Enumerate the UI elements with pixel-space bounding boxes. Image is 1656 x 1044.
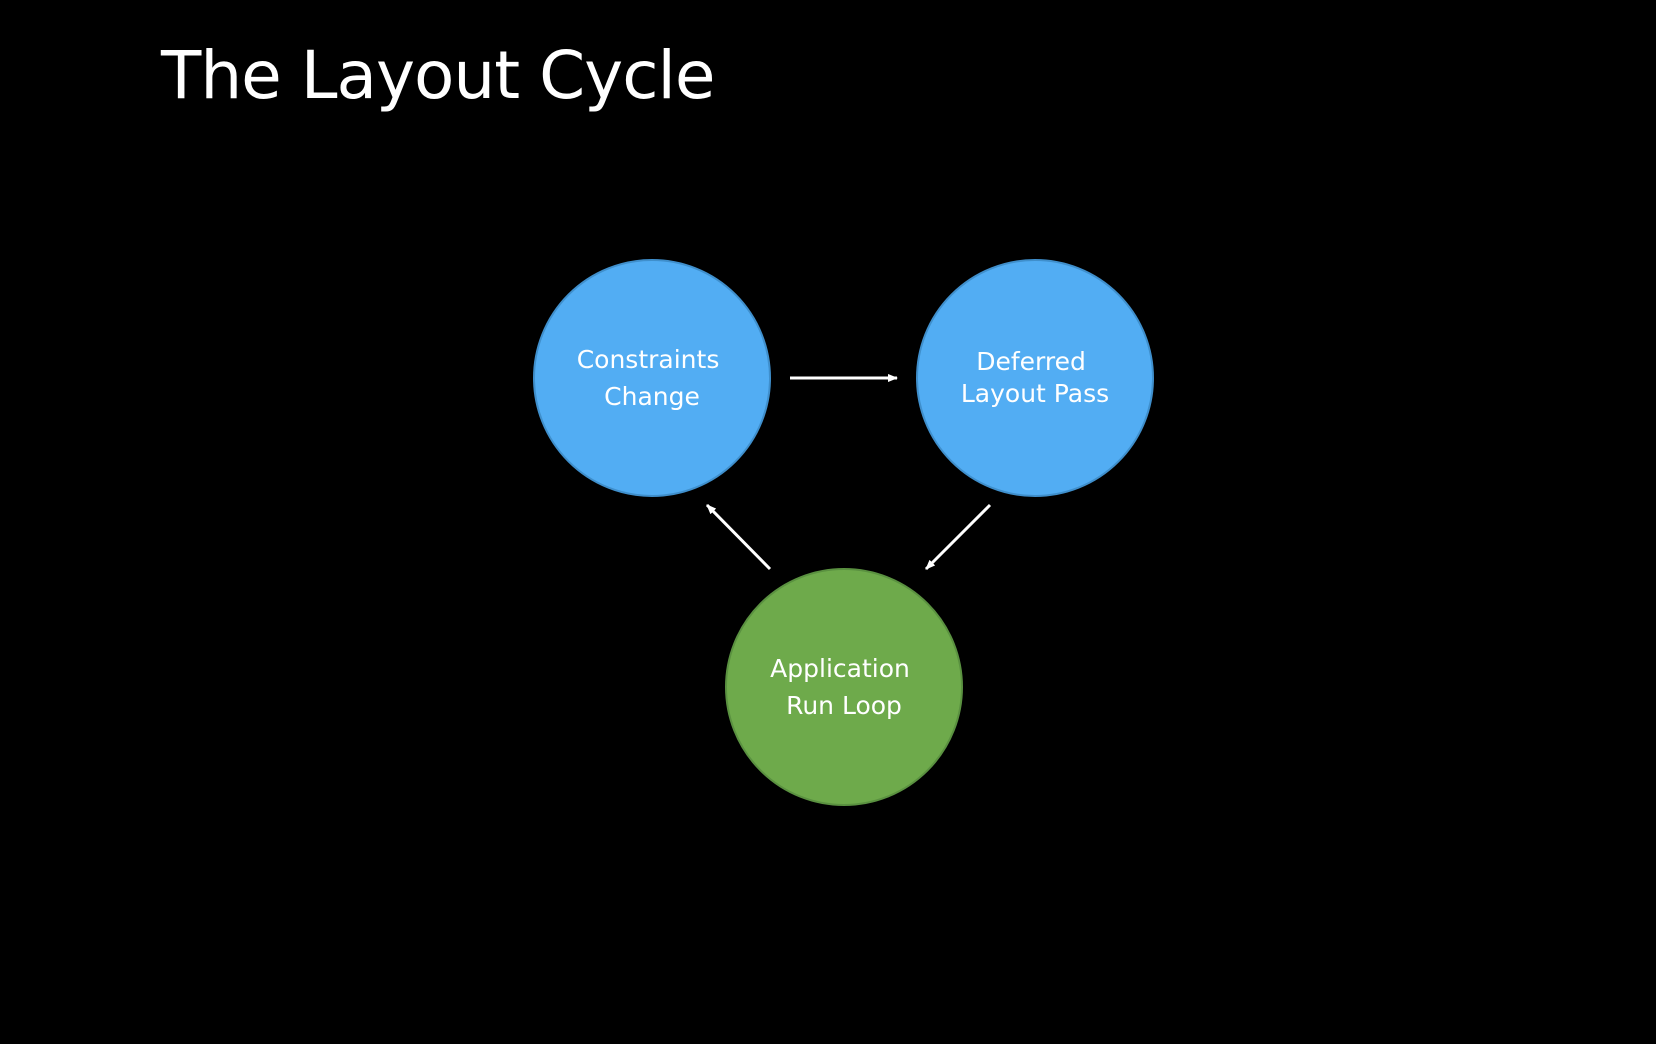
node-deferred-layout-pass-line-1: Deferred	[976, 347, 1086, 376]
node-deferred-layout-pass-circle	[916, 259, 1154, 497]
node-application-run-loop: Application Run Loop	[725, 568, 963, 806]
node-application-run-loop-circle	[725, 568, 963, 806]
node-constraints-change-line-1: Constraints	[577, 345, 720, 374]
node-deferred-layout-pass: Deferred Layout Pass	[916, 259, 1154, 497]
node-constraints-change-line-2: Change	[604, 382, 700, 411]
node-constraints-change: Constraints Change	[533, 259, 771, 497]
svg-text:Constraints Change: Constraints Change	[577, 345, 728, 411]
arrow-deferred-to-runloop	[924, 503, 992, 571]
svg-text:Application Run Loop: Application Run Loop	[770, 654, 918, 720]
node-application-run-loop-line-1: Application	[770, 654, 910, 683]
node-constraints-change-circle	[533, 259, 771, 497]
node-application-run-loop-line-2: Run Loop	[786, 691, 902, 720]
arrow-runloop-to-constraints	[705, 503, 772, 571]
svg-text:Deferred Layout Pass: Deferred Layout Pass	[961, 347, 1109, 408]
slide-title: The Layout Cycle	[161, 37, 715, 114]
node-deferred-layout-pass-line-2: Layout Pass	[961, 379, 1109, 408]
